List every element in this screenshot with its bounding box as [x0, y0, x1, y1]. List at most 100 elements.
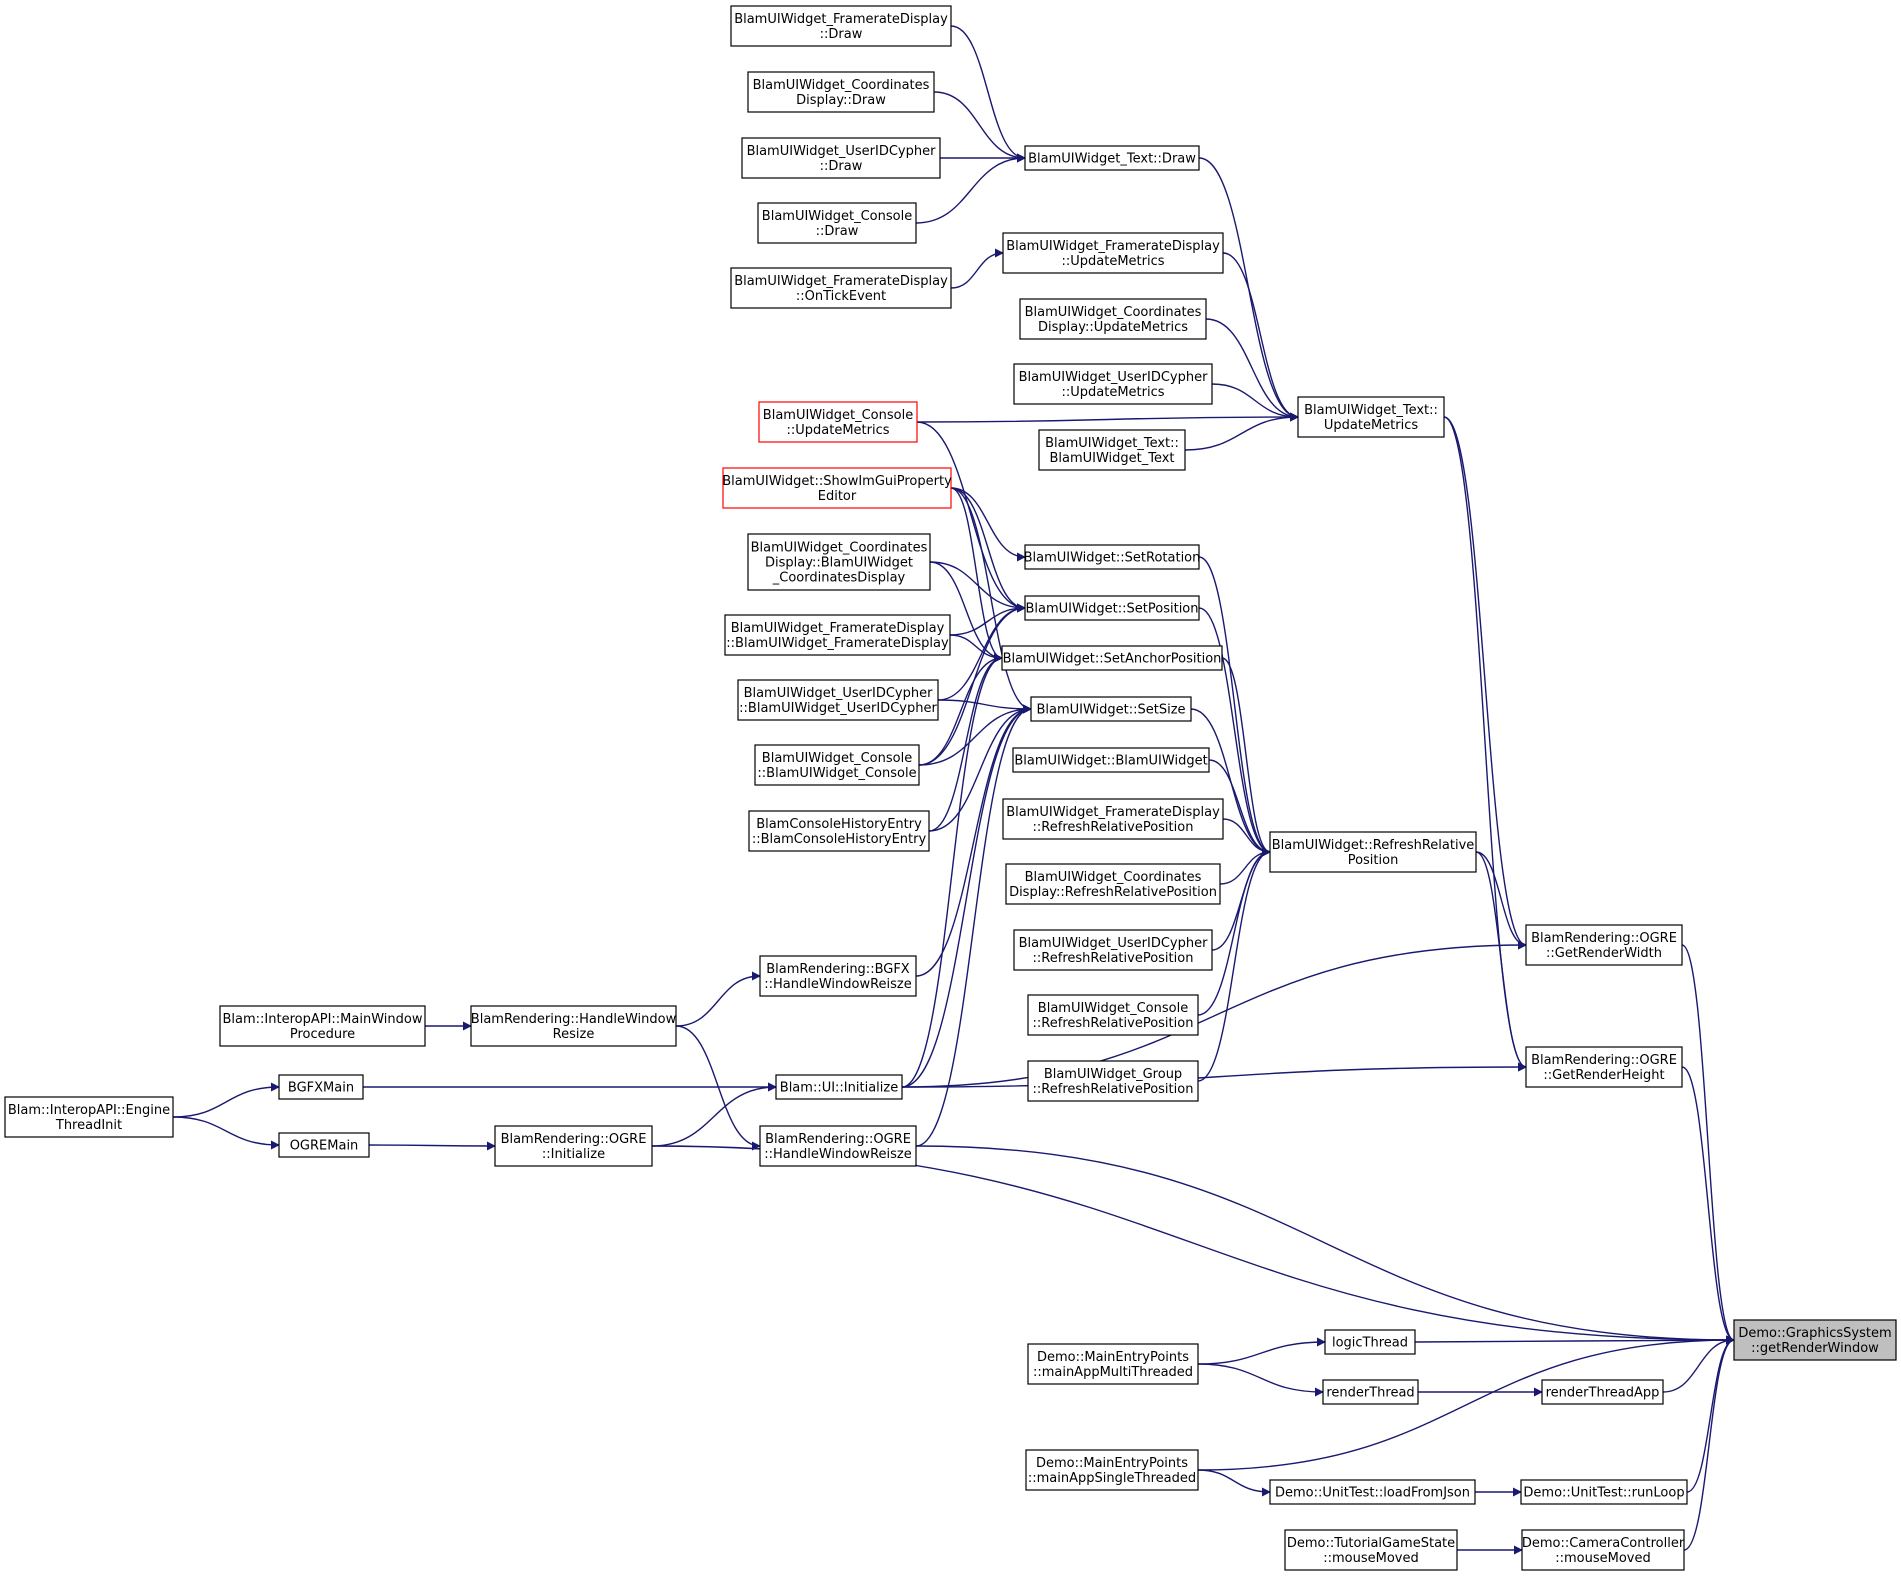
node-gr_rrp[interactable]: BlamUIWidget_Group::RefreshRelativePosit…: [1027, 1060, 1199, 1102]
node-text_ctor[interactable]: BlamUIWidget_Text::BlamUIWidget_Text: [1038, 429, 1186, 471]
node-text_draw[interactable]: BlamUIWidget_Text::Draw: [1024, 145, 1200, 171]
node-label: Demo::MainEntryPoints: [1037, 1350, 1189, 1365]
node-box: [1013, 363, 1213, 405]
node-bw_ctor[interactable]: BlamUIWidget::BlamUIWidget: [1012, 747, 1210, 773]
node-label: ::BlamUIWidget_Console: [757, 766, 916, 781]
node-label: ::BlamUIWidget_FramerateDisplay: [726, 636, 949, 651]
node-runloop[interactable]: Demo::UnitTest::runLoop: [1520, 1479, 1688, 1505]
node-box: [722, 467, 952, 509]
node-label: ::RefreshRelativePosition: [1033, 1016, 1194, 1031]
node-label: ::HandleWindowReisze: [764, 977, 912, 992]
node-tgs[interactable]: Demo::TutorialGameState::mouseMoved: [1284, 1529, 1458, 1571]
node-box: [1027, 1060, 1199, 1102]
edge-mast-to-grwin: [1197, 1335, 1735, 1471]
node-box: [775, 1074, 903, 1100]
node-uc_upd[interactable]: BlamUIWidget_UserIDCypher::UpdateMetrics: [1013, 363, 1213, 405]
node-mast[interactable]: Demo::MainEntryPoints::mainAppSingleThre…: [1025, 1449, 1199, 1491]
edge-text_upd-to-grh: [1443, 416, 1527, 1072]
node-box: [1024, 595, 1200, 621]
node-setanc[interactable]: BlamUIWidget::SetAnchorPosition: [1001, 645, 1223, 671]
node-lfj[interactable]: Demo::UnitTest::loadFromJson: [1269, 1479, 1476, 1505]
node-fd_ctor[interactable]: BlamUIWidget_FramerateDisplay::BlamUIWid…: [724, 614, 951, 656]
node-label: Blam::InteropAPI::Engine: [8, 1103, 170, 1118]
node-box: [1002, 232, 1224, 274]
node-ogremain[interactable]: OGREMain: [278, 1132, 370, 1158]
node-box: [1002, 798, 1224, 840]
node-box: [4, 1096, 174, 1138]
node-box: [494, 1125, 653, 1167]
node-cd_ctor[interactable]: BlamUIWidget_CoordinatesDisplay::BlamUIW…: [747, 533, 931, 591]
node-bche[interactable]: BlamConsoleHistoryEntry::BlamConsoleHist…: [748, 810, 930, 852]
node-co_draw[interactable]: BlamUIWidget_Console::Draw: [757, 202, 917, 244]
node-co_rrp[interactable]: BlamUIWidget_Console::RefreshRelativePos…: [1027, 994, 1199, 1036]
node-uc_draw[interactable]: BlamUIWidget_UserIDCypher::Draw: [741, 137, 941, 179]
node-box: [1027, 994, 1199, 1036]
node-label: Demo::UnitTest::loadFromJson: [1275, 1486, 1470, 1501]
node-logic[interactable]: logicThread: [1324, 1329, 1416, 1355]
node-ui_init[interactable]: Blam::UI::Initialize: [775, 1074, 903, 1100]
node-co_upd[interactable]: BlamUIWidget_Console::UpdateMetrics: [758, 401, 918, 443]
node-fd_draw[interactable]: BlamUIWidget_FramerateDisplay::Draw: [730, 5, 952, 47]
node-co_ctor[interactable]: BlamUIWidget_Console::BlamUIWidget_Conso…: [754, 744, 920, 786]
edge-ogre_init-to-grwin: [651, 1145, 1735, 1345]
node-bgfx_hwr[interactable]: BlamRendering::BGFX::HandleWindowReisze: [759, 955, 917, 997]
node-cam[interactable]: Demo::CameraController::mouseMoved: [1521, 1529, 1685, 1571]
node-label: ::Draw: [820, 27, 863, 42]
node-label: ::RefreshRelativePosition: [1033, 951, 1194, 966]
node-uc_rrp[interactable]: BlamUIWidget_UserIDCypher::RefreshRelati…: [1013, 929, 1213, 971]
node-cd_draw[interactable]: BlamUIWidget_CoordinatesDisplay::Draw: [747, 71, 935, 113]
node-label: BlamRendering::BGFX: [766, 962, 910, 977]
node-setsize[interactable]: BlamUIWidget::SetSize: [1030, 696, 1192, 722]
node-box: [737, 679, 939, 721]
node-bgfxmain[interactable]: BGFXMain: [278, 1074, 364, 1100]
node-render[interactable]: renderThread: [1322, 1379, 1419, 1405]
node-ogre_hwr[interactable]: BlamRendering::OGRE::HandleWindowReisze: [759, 1125, 917, 1167]
edge-cd_upd-to-text_upd: [1205, 318, 1299, 422]
node-fd_upd[interactable]: BlamUIWidget_FramerateDisplay::UpdateMet…: [1002, 232, 1224, 274]
node-uc_ctor[interactable]: BlamUIWidget_UserIDCypher::BlamUIWidget_…: [737, 679, 939, 721]
node-label: BlamUIWidget::SetRotation: [1024, 551, 1201, 566]
node-label: ::Draw: [816, 224, 859, 239]
node-label: ::mouseMoved: [1323, 1551, 1419, 1566]
edge-ui_init-to-grw: [901, 940, 1527, 1088]
edge-ogre_init-to-ui_init: [651, 1082, 777, 1147]
node-box: [1012, 747, 1210, 773]
node-box: [757, 202, 917, 244]
node-label: ::getRenderWindow: [1751, 1341, 1879, 1356]
node-label: Blam::InteropAPI::MainWindow: [223, 1012, 423, 1027]
node-setpos[interactable]: BlamUIWidget::SetPosition: [1024, 595, 1200, 621]
node-fd_rrp[interactable]: BlamUIWidget_FramerateDisplay::RefreshRe…: [1002, 798, 1224, 840]
edge-co_ctor-to-setpos: [918, 603, 1026, 766]
node-box: [1525, 924, 1683, 966]
node-label: BlamUIWidget_Coordinates: [1025, 305, 1202, 320]
edge-ui_init-to-setanc: [901, 653, 1003, 1088]
node-label: Display::BlamUIWidget: [765, 556, 913, 571]
node-cd_upd[interactable]: BlamUIWidget_CoordinatesDisplay::UpdateM…: [1019, 298, 1207, 340]
node-grh[interactable]: BlamRendering::OGRE::GetRenderHeight: [1525, 1046, 1683, 1088]
node-box: [219, 1005, 426, 1047]
node-fd_tick[interactable]: BlamUIWidget_FramerateDisplay::OnTickEve…: [730, 267, 952, 309]
node-text_upd[interactable]: BlamUIWidget_Text::UpdateMetrics: [1297, 396, 1445, 438]
node-setrot[interactable]: BlamUIWidget::SetRotation: [1024, 544, 1201, 570]
node-grwin[interactable]: Demo::GraphicsSystem::getRenderWindow: [1733, 1319, 1897, 1361]
node-ogre_init[interactable]: BlamRendering::OGRE::Initialize: [494, 1125, 653, 1167]
node-rrp[interactable]: BlamUIWidget::RefreshRelativePosition: [1269, 831, 1477, 873]
node-label: BlamUIWidget_UserIDCypher: [747, 144, 937, 159]
node-label: ::GetRenderHeight: [1543, 1068, 1664, 1083]
node-rta[interactable]: renderThreadApp: [1541, 1379, 1664, 1405]
edge-eti-to-bgfxmain: [172, 1082, 280, 1118]
node-label: BlamUIWidget_UserIDCypher: [744, 686, 934, 701]
node-grw[interactable]: BlamRendering::OGRE::GetRenderWidth: [1525, 924, 1683, 966]
node-box: [747, 71, 935, 113]
node-cd_rrp[interactable]: BlamUIWidget_CoordinatesDisplay::Refresh…: [1005, 863, 1221, 905]
node-label: OGREMain: [290, 1139, 359, 1154]
node-mamt[interactable]: Demo::MainEntryPoints::mainAppMultiThrea…: [1027, 1343, 1199, 1385]
edge-fd_tick-to-fd_upd: [950, 248, 1004, 289]
node-box: [1297, 396, 1445, 438]
